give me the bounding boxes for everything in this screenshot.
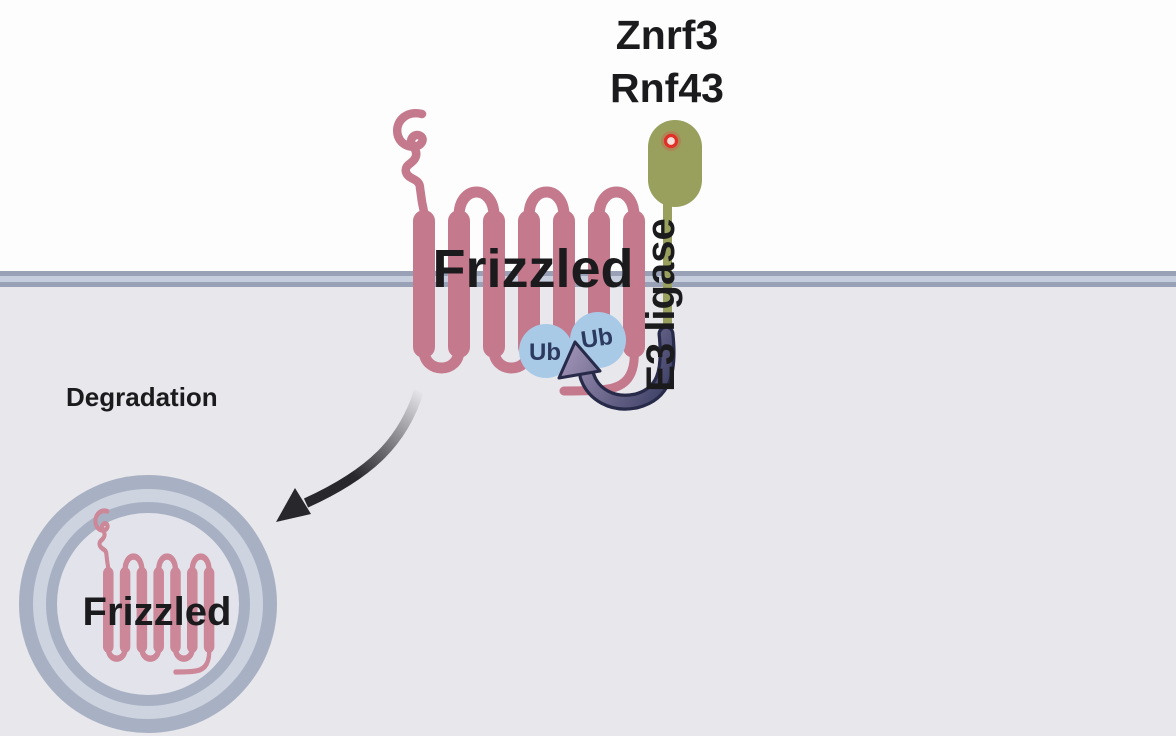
degradation-label: Degradation [66, 382, 218, 412]
ubiquitin-left-circle [519, 324, 573, 378]
ring-domain-dot-icon [661, 131, 681, 151]
e3-ligase-protein [648, 120, 702, 388]
e3-ligase-label: E3 ligase [639, 218, 683, 392]
e3-ligase-domain [648, 120, 702, 207]
degradation-arrow [276, 389, 424, 522]
ubiquitination-arrow [557, 325, 676, 411]
e3-ligase-names-label: Znrf3 Rnf43 [557, 9, 777, 115]
frizzled-label: Frizzled [432, 239, 634, 299]
vesicle-frizzled-label: Frizzled [82, 590, 232, 634]
rnf43-label: Rnf43 [610, 65, 724, 111]
ubiquitin-left-label: Ub [529, 339, 561, 366]
znrf3-label: Znrf3 [615, 12, 719, 58]
e3-ligase-stem [663, 198, 672, 388]
